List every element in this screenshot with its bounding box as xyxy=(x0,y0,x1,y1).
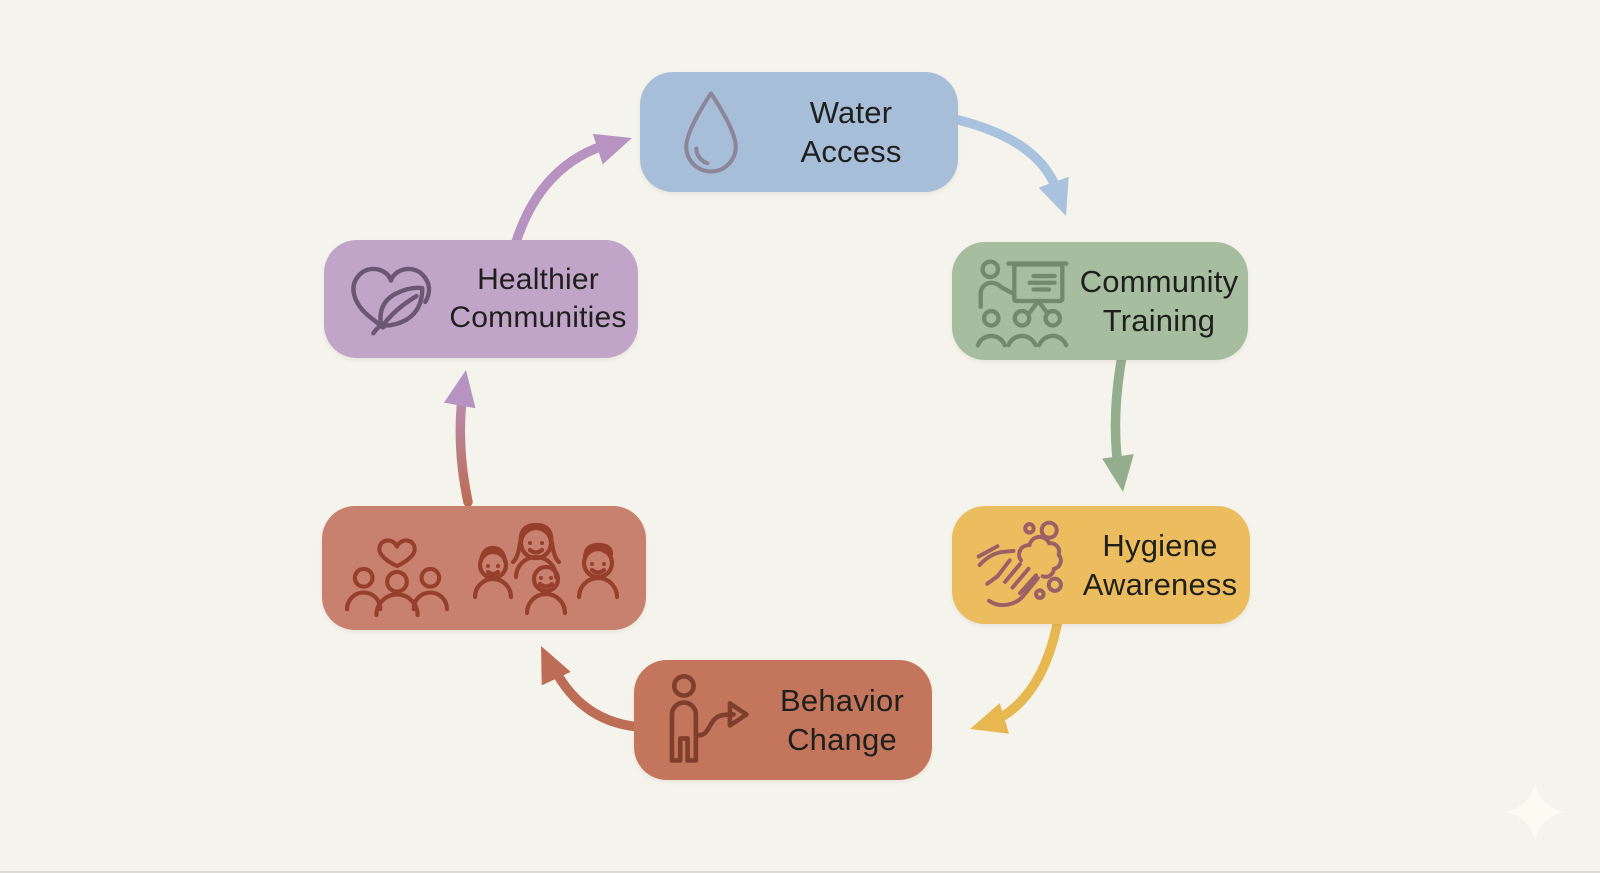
arrow-behavior-to-families xyxy=(541,646,645,732)
node-behavior-change: Behavior Change xyxy=(634,660,932,780)
group-with-heart-icon xyxy=(343,519,451,617)
node-label: Community Training xyxy=(1079,263,1239,338)
node-hygiene-awareness: Hygiene Awareness xyxy=(952,506,1250,624)
arrow-water-to-training xyxy=(945,113,1069,216)
node-label: Behavior Change xyxy=(780,682,904,757)
bottom-edge-line xyxy=(0,871,1600,873)
node-label: Hygiene Awareness xyxy=(1082,527,1238,602)
node-healthier-communities: Healthier Communities xyxy=(324,240,638,358)
heart-leaf-icon xyxy=(344,256,438,342)
node-label: Healthier Communities xyxy=(449,263,627,334)
node-community-families xyxy=(322,506,646,630)
presentation-training-icon xyxy=(974,253,1070,349)
node-label: Water Access xyxy=(800,94,902,169)
node-water-access: Water Access xyxy=(640,72,958,192)
node-community-training: Community Training xyxy=(952,242,1248,360)
arrow-training-to-hygiene xyxy=(1102,351,1134,492)
arrow-families-to-healthier xyxy=(443,370,476,507)
person-change-arrow-icon xyxy=(660,672,752,768)
arrow-healthier-to-water xyxy=(511,133,632,247)
sparkle-decoration xyxy=(1506,782,1564,847)
hand-washing-icon xyxy=(972,518,1070,612)
family-icon xyxy=(472,513,625,623)
arrow-hygiene-to-behavior xyxy=(970,615,1063,734)
water-drop-icon xyxy=(678,87,744,177)
